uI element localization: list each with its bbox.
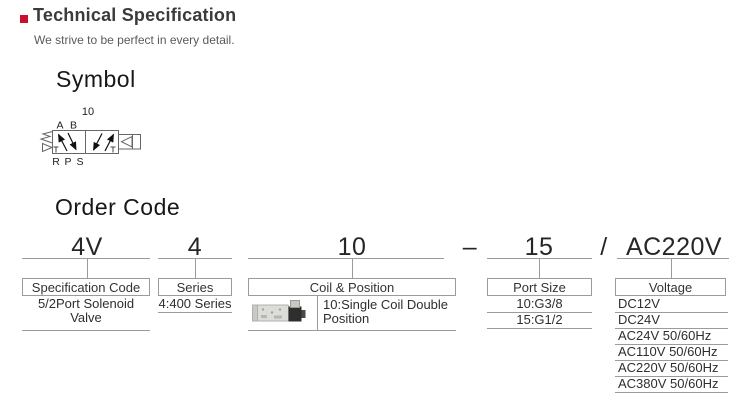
code-specification: 4V bbox=[71, 233, 103, 261]
port-label-r: R bbox=[52, 156, 60, 168]
series-value: 4:400 Series bbox=[158, 296, 232, 311]
voltage-option: AC110V 50/60Hz bbox=[618, 344, 718, 359]
row-underline bbox=[615, 312, 728, 313]
code-series: 4 bbox=[187, 233, 203, 261]
cell-divider bbox=[317, 296, 318, 330]
voltage-option: AC24V 50/60Hz bbox=[618, 328, 712, 343]
connector-line bbox=[195, 258, 196, 278]
row-underline bbox=[487, 328, 592, 329]
symbol-position-label: 10 bbox=[82, 106, 94, 118]
code-port-size: 15 bbox=[524, 233, 554, 261]
flow-arrow bbox=[57, 133, 68, 152]
port-size-option: 15:G1/2 bbox=[516, 312, 563, 327]
column-box-specification-code: Specification Code bbox=[22, 278, 150, 296]
code-underline bbox=[617, 258, 729, 259]
pilot-triangle-symbol bbox=[42, 142, 54, 153]
symbol-heading: Symbol bbox=[56, 66, 136, 92]
row-underline bbox=[248, 330, 456, 331]
code-underline bbox=[248, 258, 444, 259]
column-box-series: Series bbox=[158, 278, 232, 296]
connector-line bbox=[539, 258, 540, 278]
flow-arrow bbox=[67, 132, 77, 151]
column-box-port-size: Port Size bbox=[487, 278, 592, 296]
separator-slash: / bbox=[600, 233, 608, 261]
voltage-option: DC12V bbox=[618, 296, 660, 311]
flow-arrow bbox=[104, 133, 115, 152]
voltage-option: AC380V 50/60Hz bbox=[618, 376, 719, 391]
row-underline bbox=[615, 360, 728, 361]
port-label-s: S bbox=[76, 156, 83, 168]
port-label-a: A bbox=[56, 120, 63, 132]
code-coil-position: 10 bbox=[337, 233, 367, 261]
connector-line bbox=[352, 258, 353, 278]
port-label-p: P bbox=[64, 156, 71, 168]
connector-line bbox=[671, 258, 672, 278]
order-code-heading: Order Code bbox=[55, 194, 181, 220]
code-voltage: AC220V bbox=[625, 233, 723, 261]
page-title: Technical Specification bbox=[33, 5, 237, 25]
solenoid-valve-photo bbox=[252, 300, 306, 322]
coil-position-value: 10:Single Coil Double Position bbox=[323, 297, 449, 326]
row-underline bbox=[615, 344, 728, 345]
spring-return-symbol bbox=[39, 131, 53, 144]
connector-line bbox=[87, 258, 88, 278]
specification-value: 5/2Port Solenoid Valve bbox=[37, 296, 135, 325]
voltage-option: DC24V bbox=[618, 312, 660, 327]
row-underline bbox=[615, 328, 728, 329]
valve-symbol-diagram: 10 A B R P S bbox=[39, 106, 141, 168]
separator-dash: – bbox=[462, 233, 478, 261]
solenoid-triangle-symbol bbox=[120, 135, 133, 148]
row-underline bbox=[158, 312, 232, 313]
row-underline bbox=[615, 376, 728, 377]
voltage-option: AC220V 50/60Hz bbox=[618, 360, 719, 375]
red-square-bullet bbox=[20, 15, 28, 23]
page-subtitle: We strive to be perfect in every detail. bbox=[34, 33, 235, 47]
blocked-port-mark bbox=[53, 146, 59, 153]
blocked-port-mark bbox=[110, 146, 116, 153]
port-size-option: 10:G3/8 bbox=[516, 296, 563, 311]
code-underline bbox=[22, 258, 150, 259]
port-label-b: B bbox=[70, 120, 77, 132]
row-underline bbox=[615, 392, 728, 393]
row-underline bbox=[22, 330, 150, 331]
row-underline bbox=[487, 312, 592, 313]
column-box-voltage: Voltage bbox=[615, 278, 726, 296]
column-box-coil-position: Coil & Position bbox=[248, 278, 456, 296]
flow-arrow bbox=[92, 133, 103, 151]
